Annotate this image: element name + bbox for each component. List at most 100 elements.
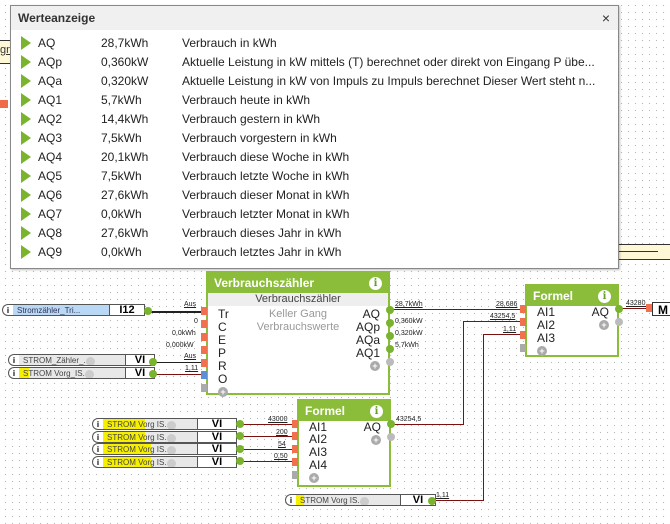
output-port[interactable] xyxy=(615,318,623,326)
input-node-stromzaehler[interactable]: i Stromzähler_Tri... I12 xyxy=(2,304,145,316)
output-port[interactable] xyxy=(236,432,244,440)
input-pin-o[interactable]: O xyxy=(218,372,228,386)
add-output-icon[interactable]: + xyxy=(599,320,609,330)
m-node[interactable]: M xyxy=(652,302,670,317)
add-input-icon[interactable]: + xyxy=(537,346,547,356)
info-icon[interactable]: i xyxy=(92,443,103,455)
add-input-icon[interactable]: + xyxy=(218,387,228,397)
input-pin-r[interactable]: R xyxy=(218,359,227,373)
input-node-strom-vorg[interactable]: i STROM Vorg_IS... VI xyxy=(8,367,155,379)
options-icon[interactable] xyxy=(85,369,95,378)
formula-input-node[interactable]: i STROM Vorg IS... VI xyxy=(92,456,237,468)
input-port[interactable] xyxy=(520,318,526,326)
input-pin-tr[interactable]: Tr xyxy=(218,307,229,321)
info-icon[interactable]: i xyxy=(92,418,103,430)
input-port[interactable] xyxy=(292,432,298,440)
info-icon[interactable]: i xyxy=(2,304,13,316)
output-port[interactable] xyxy=(387,433,395,441)
formula-input-node[interactable]: i STROM Vorg IS... VI xyxy=(92,431,237,443)
input-pin-c[interactable]: C xyxy=(218,320,227,334)
add-output-icon[interactable]: + xyxy=(370,361,380,371)
output-port[interactable] xyxy=(386,306,394,314)
options-icon[interactable] xyxy=(167,458,177,467)
output-pin-aq[interactable]: AQ xyxy=(362,307,380,321)
input-pin-ai3[interactable]: AI3 xyxy=(309,445,328,459)
input-node-strom-zaehler[interactable]: i STROM_Zähler_... VI xyxy=(8,354,155,366)
info-icon[interactable]: i xyxy=(598,289,611,303)
input-port[interactable] xyxy=(292,458,298,466)
options-icon[interactable] xyxy=(167,420,177,429)
info-icon[interactable]: i xyxy=(369,276,382,290)
output-port[interactable] xyxy=(386,319,394,327)
output-port[interactable] xyxy=(236,420,244,428)
output-pin-aqa[interactable]: AQa xyxy=(355,333,380,347)
input-port[interactable] xyxy=(292,445,298,453)
input-port[interactable] xyxy=(201,384,207,392)
output-pin-aq[interactable]: AQ xyxy=(363,420,381,434)
info-icon[interactable]: i xyxy=(8,367,19,379)
input-pin-ai2[interactable]: AI2 xyxy=(537,318,556,332)
info-icon[interactable]: i xyxy=(92,456,103,468)
input-pin-ai4[interactable]: AI4 xyxy=(309,458,328,472)
info-icon[interactable]: i xyxy=(92,431,103,443)
input-pin-p[interactable]: P xyxy=(218,346,227,360)
info-icon[interactable]: i xyxy=(370,404,383,418)
input-port[interactable] xyxy=(520,331,526,339)
info-icon[interactable]: i xyxy=(8,354,19,366)
input-port[interactable] xyxy=(292,420,298,428)
info-icon[interactable]: i xyxy=(285,494,296,506)
input-node-bottom[interactable]: i STROM Vorg IS... VI xyxy=(285,494,436,506)
options-icon[interactable] xyxy=(86,356,96,365)
input-port[interactable] xyxy=(646,304,652,312)
input-pin-ai3[interactable]: AI3 xyxy=(537,331,556,345)
formula-input-node[interactable]: i STROM Vorg IS... VI xyxy=(92,443,237,455)
output-port[interactable] xyxy=(236,445,244,453)
output-pin-aqp[interactable]: AQp xyxy=(355,320,380,334)
add-input-icon[interactable]: + xyxy=(309,473,319,483)
options-icon[interactable] xyxy=(360,496,370,505)
output-pin-aq1[interactable]: AQ1 xyxy=(355,346,380,360)
input-port[interactable] xyxy=(201,346,207,354)
options-icon[interactable] xyxy=(167,445,177,454)
output-port[interactable] xyxy=(236,457,244,465)
input-port[interactable] xyxy=(520,305,526,313)
output-port[interactable] xyxy=(386,358,394,366)
input-port[interactable] xyxy=(201,307,207,315)
input-pin-ai2[interactable]: AI2 xyxy=(309,432,328,446)
output-pin-aq[interactable]: AQ xyxy=(591,305,609,319)
input-port[interactable] xyxy=(201,333,207,341)
output-port[interactable] xyxy=(149,358,157,366)
output-port[interactable] xyxy=(386,345,394,353)
formula-input-node[interactable]: i STROM Vorg IS... VI xyxy=(92,418,237,430)
input-port[interactable] xyxy=(520,344,526,352)
output-port[interactable] xyxy=(144,307,152,315)
input-pin-ai1[interactable]: AI1 xyxy=(309,420,328,434)
input-port[interactable] xyxy=(201,320,207,328)
input-port[interactable] xyxy=(201,371,207,379)
input-pin-e[interactable]: E xyxy=(218,333,227,347)
output-port[interactable] xyxy=(386,332,394,340)
input-pin-ai1[interactable]: AI1 xyxy=(537,305,556,319)
options-icon[interactable] xyxy=(167,433,177,442)
output-port[interactable] xyxy=(615,305,623,313)
output-port[interactable] xyxy=(149,370,157,378)
input-port[interactable] xyxy=(292,471,298,479)
output-port[interactable] xyxy=(387,420,395,428)
add-output-icon[interactable]: + xyxy=(371,435,381,445)
input-port[interactable] xyxy=(201,359,207,367)
